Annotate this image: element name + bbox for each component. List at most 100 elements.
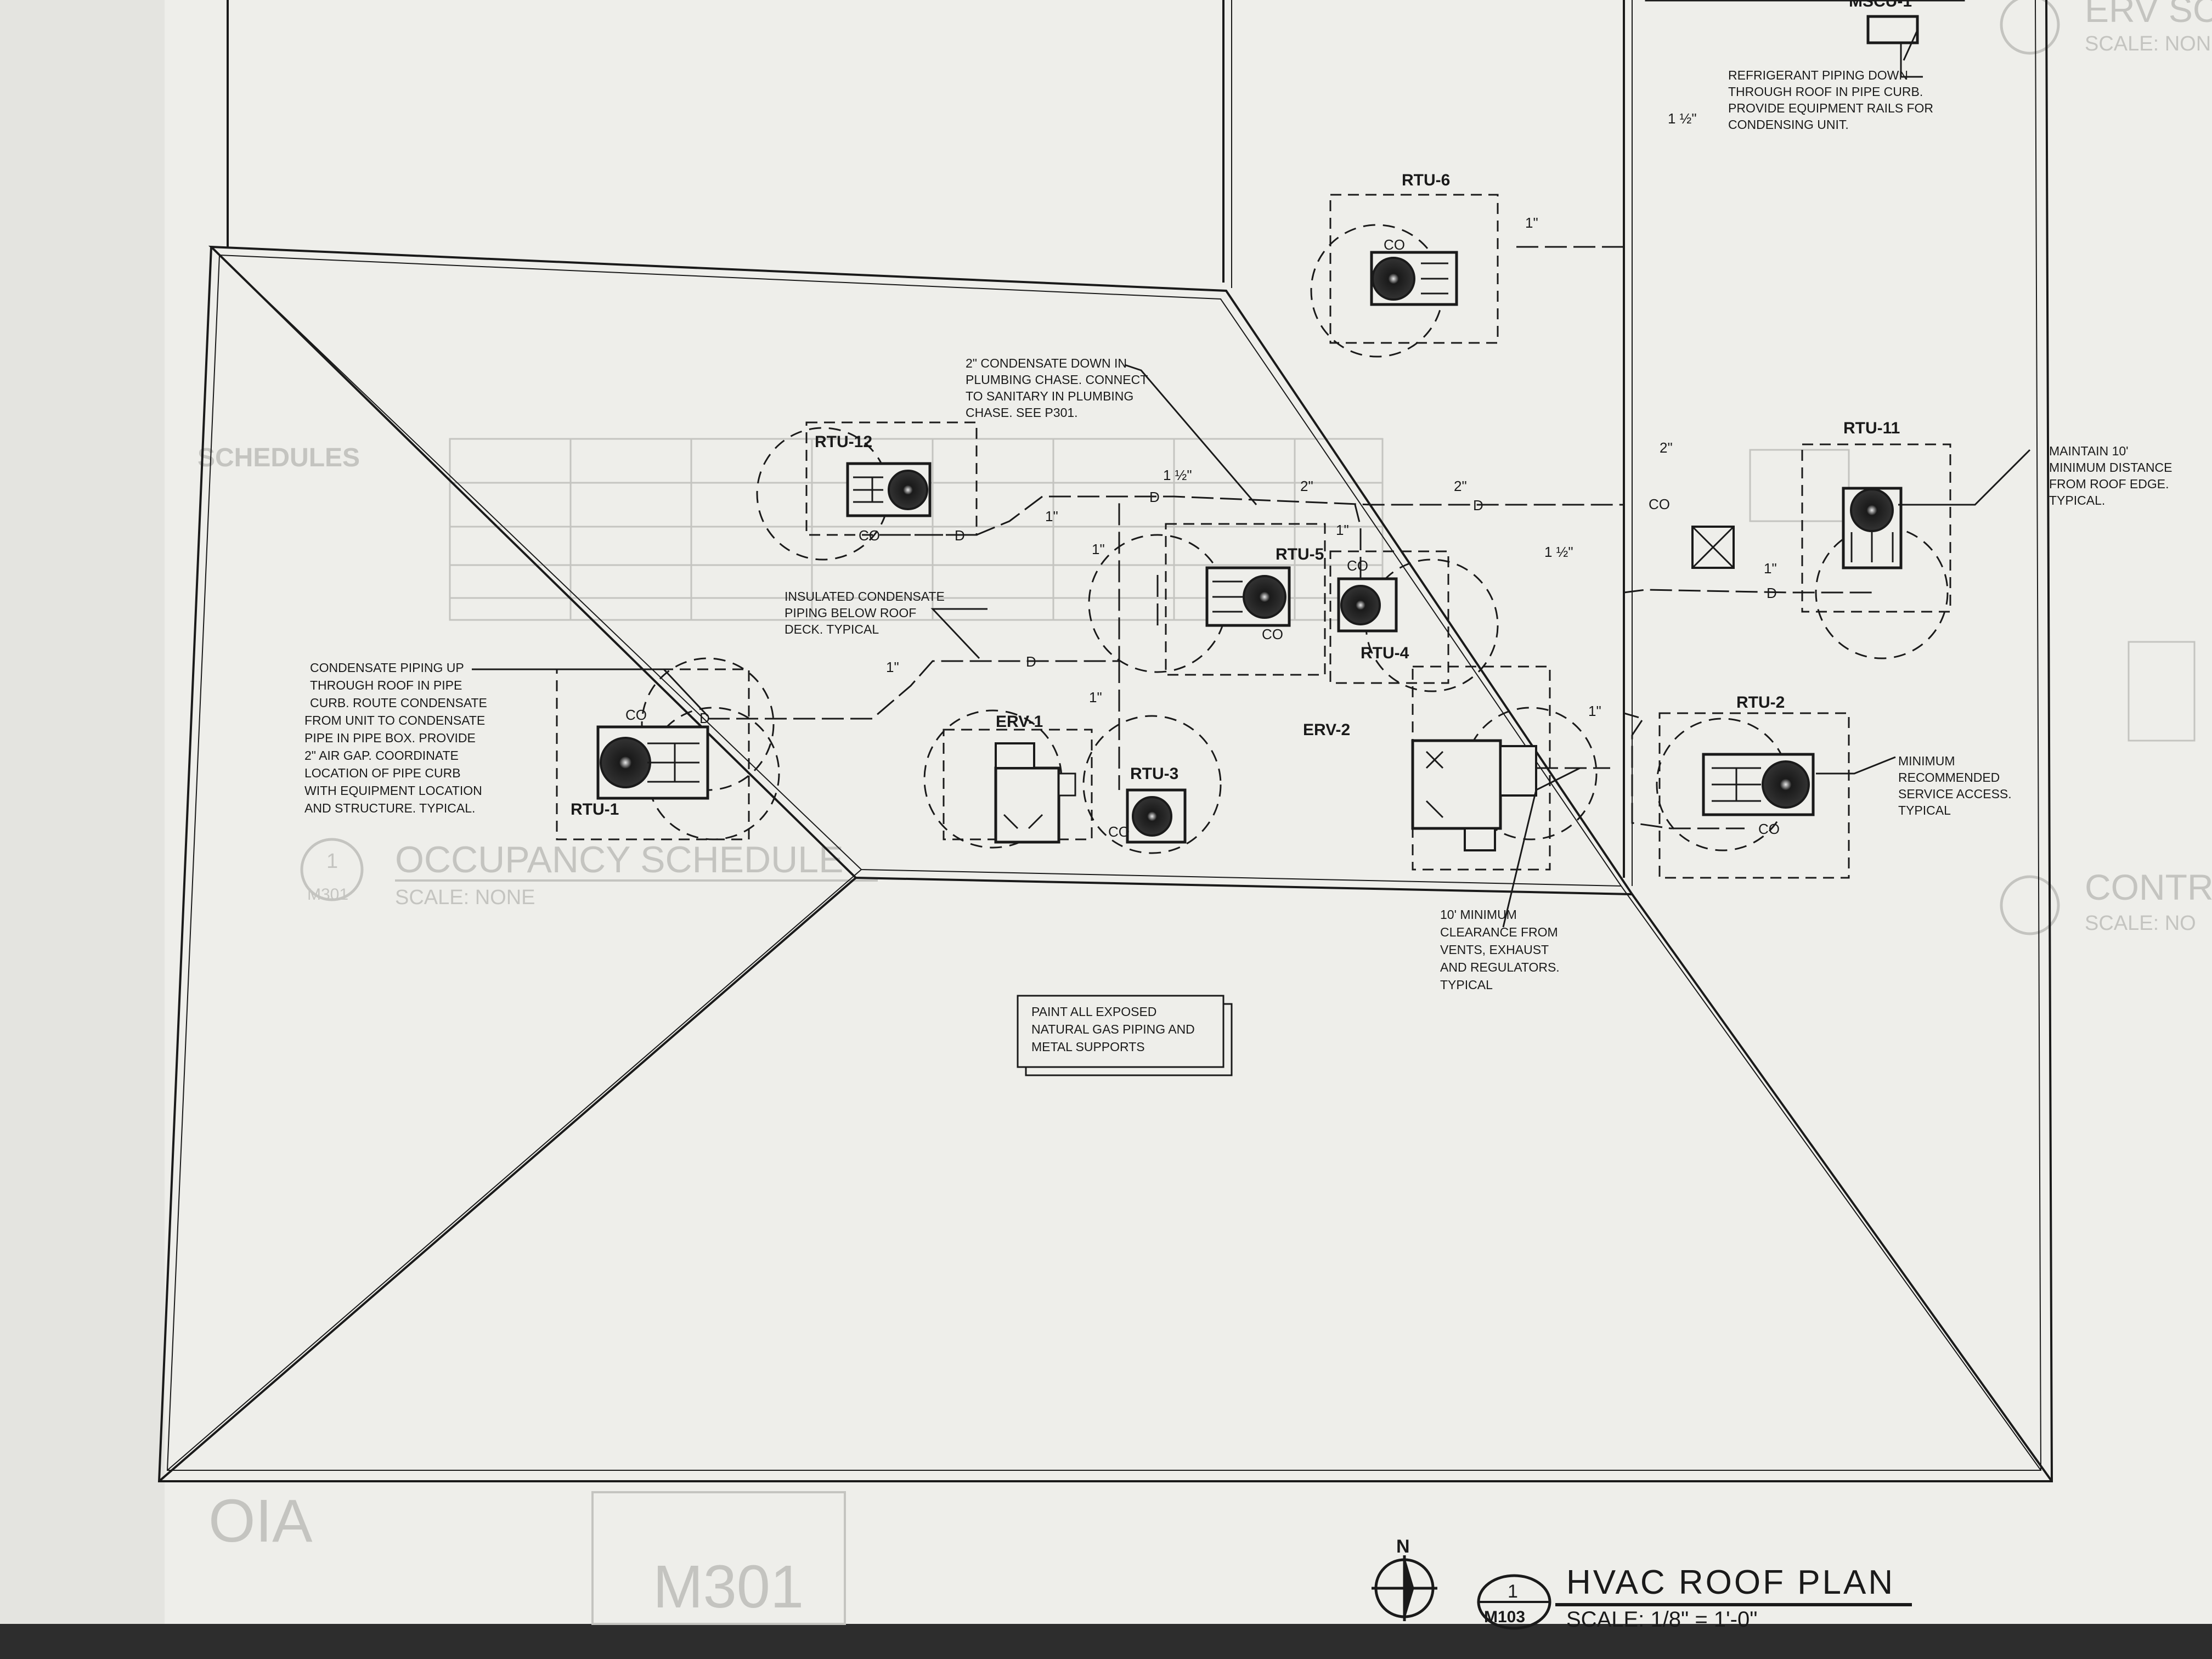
note-clearance: 10' MINIMUM CLEARANCE FROM VENTS, EXHAUS… [1440, 907, 1560, 992]
refrigerant-line-4: CONDENSING UNIT. [1728, 117, 1849, 132]
one-half-3: 1 ½" [1544, 544, 1573, 560]
ghost-occupancy-num: 1 [326, 850, 338, 873]
drawing-scale: SCALE: 1/8" = 1'-0" [1566, 1607, 1757, 1632]
co-label-rtu2: CO [1758, 821, 1780, 837]
one-half-2: 1 ½" [1668, 110, 1697, 127]
clearance-line-3: VENTS, EXHAUST [1440, 943, 1549, 957]
one-inch-3: 1" [1092, 541, 1105, 557]
one-inch-4: 1" [1089, 689, 1102, 706]
service-line-1: MINIMUM [1898, 754, 1955, 768]
rtu1-label: RTU-1 [571, 800, 619, 819]
drawing-title: HVAC ROOF PLAN [1566, 1564, 1895, 1601]
ghost-content: SCHEDULES OCCUPANCY SCHEDULE SCALE: NONE… [198, 0, 2212, 1625]
drawing-title-block: 1 M103 HVAC ROOF PLAN SCALE: 1/8" = 1'-0… [1477, 1564, 1912, 1632]
ghost-occupancy-scale: SCALE: NONE [395, 886, 535, 909]
unit-labels: RTU-12 RTU-1 RTU-5 RTU-4 RTU-6 RTU-11 RT… [571, 0, 1912, 819]
rtu2-label: RTU-2 [1736, 693, 1785, 712]
two-inch-1: 2" [1300, 478, 1313, 494]
condensate-down-line-3: TO SANITARY IN PLUMBING [966, 389, 1133, 403]
erv1-label: ERV-1 [996, 713, 1043, 731]
sheet-reference: M103 [1484, 1608, 1525, 1626]
note-condensate-down: 2" CONDENSATE DOWN IN PLUMBING CHASE. CO… [966, 356, 1148, 420]
service-line-3: SERVICE ACCESS. [1898, 787, 2012, 801]
one-inch-6: 1" [1525, 215, 1538, 231]
pipe-annotations: CO CO CO CO CO CO CO CO D D D D D D 1" 1… [625, 110, 1780, 840]
one-inch-2: 1" [886, 659, 899, 675]
mscu1-label: MSCU-1 [1849, 0, 1912, 10]
condensate-up-line-5: PIPE IN PIPE BOX. PROVIDE [304, 731, 476, 745]
two-inch-3: 2" [1660, 439, 1673, 456]
condensate-up-line-8: WITH EQUIPMENT LOCATION [304, 783, 482, 798]
equipment [596, 15, 1919, 851]
co-label-rtu6: CO [1384, 236, 1405, 253]
one-inch-5: 1" [1336, 522, 1349, 538]
roof-edge-line-3: FROM ROOF EDGE. [2049, 477, 2169, 491]
ghost-letters: OIA [208, 1487, 313, 1555]
roof-edge-line-4: TYPICAL. [2049, 493, 2105, 507]
clearance-line-1: 10' MINIMUM [1440, 907, 1517, 922]
two-inch-2: 2" [1454, 478, 1467, 494]
condensate-down-line-1: 2" CONDENSATE DOWN IN [966, 356, 1127, 370]
rtu4-label: RTU-4 [1361, 644, 1409, 662]
refrigerant-line-2: THROUGH ROOF IN PIPE CURB. [1728, 84, 1923, 99]
one-inch-1: 1" [1045, 508, 1058, 524]
one-inch-7: 1" [1764, 560, 1777, 577]
north-label: N [1396, 1536, 1410, 1557]
condensate-up-line-4: FROM UNIT TO CONDENSATE [304, 713, 485, 727]
condensate-up-line-9: AND STRUCTURE. TYPICAL. [304, 801, 475, 815]
ghost-schedules-title: SCHEDULES [198, 443, 360, 472]
co-label-rtu3: CO [1108, 823, 1130, 840]
co-label-rtu12: CO [859, 527, 880, 544]
service-line-2: RECOMMENDED [1898, 770, 2000, 785]
note-service: MINIMUM RECOMMENDED SERVICE ACCESS. TYPI… [1898, 754, 2012, 817]
rtu3-label: RTU-3 [1130, 765, 1178, 783]
d-label-1: D [955, 527, 965, 544]
d-label-6: D [1767, 585, 1777, 601]
ghost-control-title: CONTRO [2085, 867, 2212, 907]
one-half-1: 1 ½" [1163, 467, 1192, 483]
condensate-up-line-6: 2" AIR GAP. COORDINATE [304, 748, 459, 763]
ghost-control-scale: SCALE: NO [2085, 912, 2196, 935]
one-inch-8: 1" [1588, 703, 1601, 719]
condensate-down-line-2: PLUMBING CHASE. CONNECT [966, 373, 1148, 387]
note-refrigerant: REFRIGERANT PIPING DOWN THROUGH ROOF IN … [1728, 68, 1933, 132]
paint-line-3: METAL SUPPORTS [1031, 1040, 1145, 1054]
d-label-3: D [1473, 497, 1483, 514]
piping [708, 0, 1874, 830]
rtu6-label: RTU-6 [1402, 171, 1450, 189]
paint-line-2: NATURAL GAS PIPING AND [1031, 1022, 1195, 1036]
refrigerant-line-1: REFRIGERANT PIPING DOWN [1728, 68, 1908, 82]
dark-margin [0, 1624, 2212, 1659]
notes: REFRIGERANT PIPING DOWN THROUGH ROOF IN … [304, 68, 2172, 1076]
ghost-erv-scale: SCALE: NONE [2085, 32, 2212, 55]
rtu5-label: RTU-5 [1276, 545, 1324, 563]
rtu12-label: RTU-12 [815, 433, 872, 451]
leader-lines [472, 44, 2031, 928]
co-label-rtu1: CO [625, 707, 647, 723]
note-insulated: INSULATED CONDENSATE PIPING BELOW ROOF D… [785, 589, 945, 636]
insulated-line-1: INSULATED CONDENSATE [785, 589, 945, 603]
co-label-rtu4: CO [1347, 557, 1368, 574]
ghost-erv-title: ERV SC [2085, 0, 2212, 30]
co-label-rtu5: CO [1262, 626, 1283, 642]
condensate-down-line-4: CHASE. SEE P301. [966, 405, 1078, 420]
note-roof-edge: MAINTAIN 10' MINIMUM DISTANCE FROM ROOF … [2049, 444, 2172, 507]
erv2-label: ERV-2 [1303, 721, 1350, 739]
note-condensate-up: CONDENSATE PIPING UP THROUGH ROOF IN PIP… [304, 661, 487, 815]
ghost-sheet-number: M301 [653, 1553, 804, 1621]
roof-edge-line-1: MAINTAIN 10' [2049, 444, 2129, 458]
d-label-4: D [1026, 653, 1036, 670]
condensate-up-line-7: LOCATION OF PIPE CURB [304, 766, 461, 780]
clearance-line-5: TYPICAL [1440, 978, 1493, 992]
rtu11-label: RTU-11 [1843, 419, 1900, 437]
ghost-occupancy-title: OCCUPANCY SCHEDULE [395, 839, 843, 881]
service-line-4: TYPICAL [1898, 803, 1951, 817]
clearance-line-2: CLEARANCE FROM [1440, 925, 1558, 939]
condensate-up-line-2: THROUGH ROOF IN PIPE [310, 678, 462, 692]
condensate-up-line-3: CURB. ROUTE CONDENSATE [310, 696, 487, 710]
roof-edge-line-2: MINIMUM DISTANCE [2049, 460, 2172, 475]
paint-line-1: PAINT ALL EXPOSED [1031, 1005, 1156, 1019]
d-label-5: D [699, 710, 710, 726]
